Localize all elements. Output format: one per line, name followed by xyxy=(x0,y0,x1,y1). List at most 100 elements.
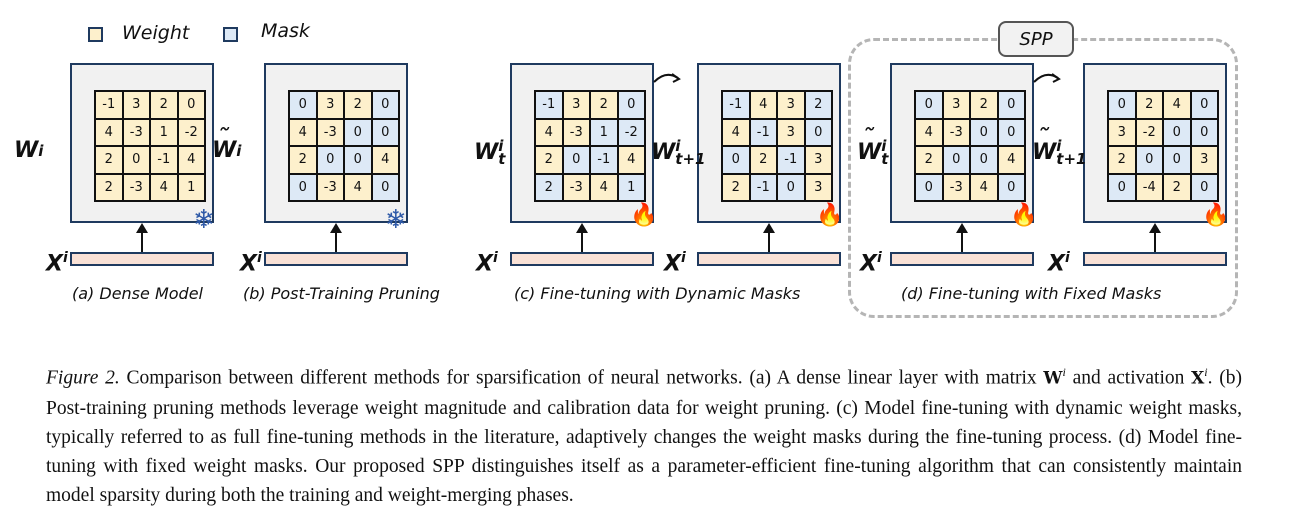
mask-cell: 0 xyxy=(1108,91,1136,119)
matrix-label-base: W xyxy=(212,138,237,163)
mask-cell: 0 xyxy=(915,91,943,119)
fire-icon: 🔥 xyxy=(816,203,844,228)
caption-matrix-w: W xyxy=(1043,368,1063,389)
mask-cell: 0 xyxy=(371,91,399,119)
mask-cell: -1 xyxy=(749,118,777,146)
activation-label-base: X xyxy=(240,251,257,277)
activation-label-sup: i xyxy=(876,250,882,266)
caption-text-2: and activation xyxy=(1065,367,1192,389)
matrix-label-indices: i xyxy=(38,143,43,158)
weight-cell: 2 xyxy=(535,146,563,174)
subcaption-d: (d) Fine-tuning with Fixed Masks xyxy=(901,284,1162,303)
spp-tag: SPP xyxy=(998,21,1074,57)
mask-cell: 0 xyxy=(1190,118,1218,146)
weight-cell: -3 xyxy=(316,173,344,201)
matrix-label-sup: i xyxy=(236,141,242,160)
mask-cell: -1 xyxy=(722,91,750,119)
matrix-label-base: W xyxy=(474,140,499,165)
weight-cell: 4 xyxy=(535,118,563,146)
weight-cell: -1 xyxy=(150,146,178,174)
mask-cell: 0 xyxy=(1108,173,1136,201)
weight-cell: 4 xyxy=(371,146,399,174)
weight-cell: 0 xyxy=(122,146,150,174)
weight-cell: 3 xyxy=(777,118,805,146)
mask-cell: -1 xyxy=(535,91,563,119)
matrix-label-base: W xyxy=(857,140,882,165)
mask-cell: 0 xyxy=(344,118,372,146)
matrix-label-sup: i xyxy=(1056,137,1062,155)
mask-cell: 2 xyxy=(535,173,563,201)
activation-input-bar xyxy=(1083,252,1227,266)
mask-cell: 1 xyxy=(617,173,645,201)
mask-cell: 0 xyxy=(970,146,998,174)
mask-cell: 0 xyxy=(722,146,750,174)
weight-cell: 3 xyxy=(1190,146,1218,174)
weight-cell: 4 xyxy=(617,146,645,174)
input-arrow-line xyxy=(768,232,770,252)
matrix-label-base: W xyxy=(1032,140,1057,165)
mask-cell: 0 xyxy=(562,146,590,174)
legend-mask-swatch xyxy=(223,27,238,42)
mask-cell: 0 xyxy=(1163,118,1191,146)
legend-weight-label: Weight xyxy=(122,22,190,44)
arrow-up-icon xyxy=(763,223,775,233)
mask-cell: 0 xyxy=(1190,173,1218,201)
subcaption-c: (c) Fine-tuning with Dynamic Masks xyxy=(514,284,801,303)
matrix-label-base: W xyxy=(14,138,39,163)
weight-cell: 2 xyxy=(722,173,750,201)
mask-cell: 0 xyxy=(804,118,832,146)
weight-cell: 2 xyxy=(344,91,372,119)
weight-cell: 1 xyxy=(177,173,205,201)
input-arrow-line xyxy=(335,232,337,252)
activation-label-sup: i xyxy=(256,250,262,266)
legend-weight-swatch xyxy=(88,27,103,42)
mask-cell: -1 xyxy=(590,146,618,174)
weight-cell: -4 xyxy=(1135,173,1163,201)
mask-cell: 0 xyxy=(371,118,399,146)
matrix-label-sub: t+1 xyxy=(675,150,706,168)
mask-cell: -2 xyxy=(617,118,645,146)
activation-label: Xi xyxy=(860,251,882,275)
mask-cell: 0 xyxy=(1135,146,1163,174)
weight-cell: 4 xyxy=(1163,91,1191,119)
weight-cell: -3 xyxy=(562,118,590,146)
input-arrow-line xyxy=(961,232,963,252)
caption-text-1: Comparison between different methods for… xyxy=(119,367,1044,389)
weight-cell: 2 xyxy=(1108,146,1136,174)
activation-label-sup: i xyxy=(492,250,498,266)
mask-cell: 0 xyxy=(997,91,1025,119)
matrix-label: W˜ i xyxy=(212,126,242,163)
activation-label-base: X xyxy=(476,251,493,277)
transition-arrow-icon xyxy=(653,73,681,83)
weight-cell: -3 xyxy=(316,118,344,146)
weight-cell: 4 xyxy=(722,118,750,146)
activation-label: Xi xyxy=(664,251,686,275)
weight-cell: 2 xyxy=(289,146,317,174)
arrow-up-icon xyxy=(330,223,342,233)
weight-cell: 2 xyxy=(1163,173,1191,201)
weight-cell: -3 xyxy=(942,118,970,146)
activation-input-bar xyxy=(697,252,841,266)
mask-cell: -1 xyxy=(749,173,777,201)
activation-label-base: X xyxy=(1048,251,1065,277)
activation-input-bar xyxy=(70,252,214,266)
activation-label-base: X xyxy=(664,251,681,277)
weight-cell: 3 xyxy=(1108,118,1136,146)
subcaption-b: (b) Post-Training Pruning xyxy=(243,284,440,303)
tilde-accent: ˜ xyxy=(216,124,229,154)
mask-cell: 0 xyxy=(289,91,317,119)
activation-label-base: X xyxy=(860,251,877,277)
weight-cell: 2 xyxy=(95,173,123,201)
weight-cell: 3 xyxy=(942,91,970,119)
fire-icon: 🔥 xyxy=(1010,203,1038,228)
